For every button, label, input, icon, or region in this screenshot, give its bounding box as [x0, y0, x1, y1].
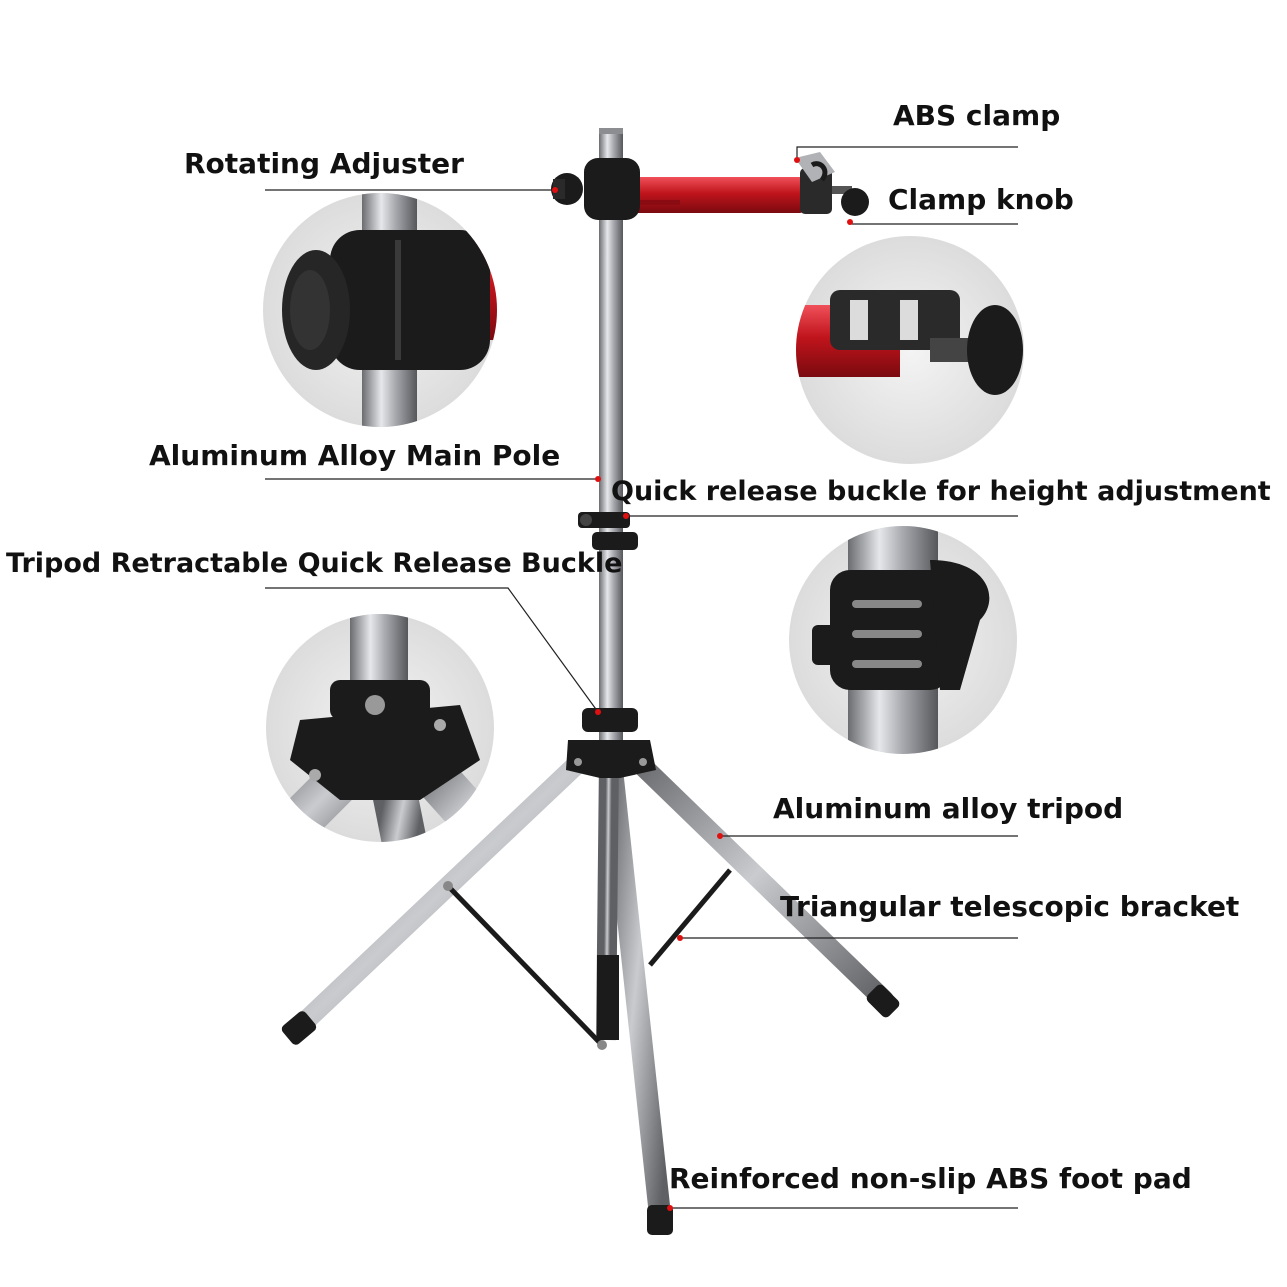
label-tripod-buckle: Tripod Retractable Quick Release Buckle	[6, 548, 623, 579]
detail-rotating-adjuster	[263, 193, 497, 427]
arm-assembly	[551, 152, 869, 220]
label-main-pole: Aluminum Alloy Main Pole	[149, 439, 561, 472]
label-triangular-bracket: Triangular telescopic bracket	[780, 890, 1240, 923]
label-alloy-tripod: Aluminum alloy tripod	[773, 792, 1124, 825]
triangular-bracket-braces	[443, 868, 732, 1050]
marker-dots	[552, 157, 853, 1211]
main-pole	[599, 128, 623, 748]
foot-pads	[281, 984, 900, 1235]
tripod-hub	[566, 708, 656, 778]
label-foot-pad: Reinforced non-slip ABS foot pad	[669, 1162, 1192, 1195]
label-abs-clamp: ABS clamp	[893, 99, 1061, 132]
detail-tripod-buckle	[266, 614, 494, 842]
leader-lines	[265, 146, 1018, 1209]
detail-abs-clamp	[796, 236, 1024, 464]
label-height-buckle: Quick release buckle for height adjustme…	[611, 476, 1271, 507]
detail-height-buckle	[789, 526, 1017, 754]
height-buckle	[578, 512, 638, 550]
label-clamp-knob: Clamp knob	[888, 183, 1074, 216]
label-rotating-adjuster: Rotating Adjuster	[184, 147, 464, 180]
